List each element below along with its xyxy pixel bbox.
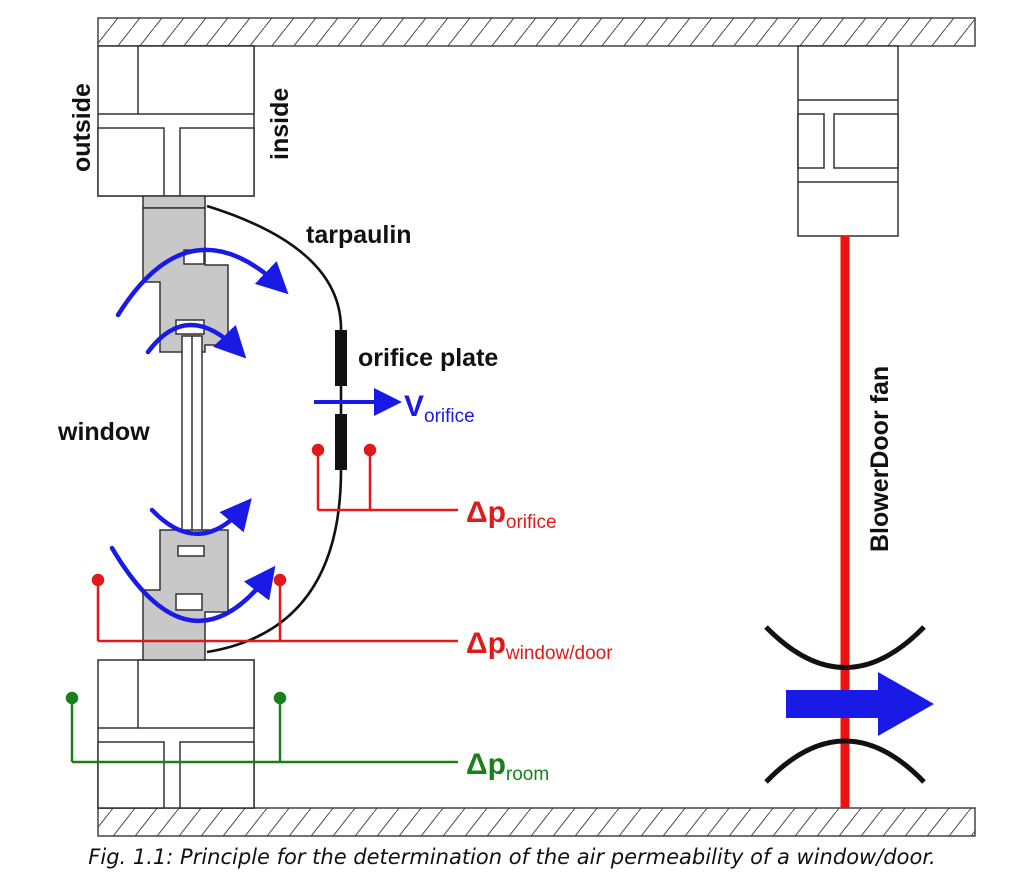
air-permeability-diagram: outside inside tarpaulin orifice plate w…: [57, 17, 976, 837]
figure-caption: Fig. 1.1: Principle for the determinatio…: [88, 845, 936, 869]
v-orifice-label: Vorifice: [404, 390, 475, 427]
window-label: window: [57, 418, 150, 446]
dp-orifice-label: Δporifice: [466, 496, 557, 533]
tarpaulin-sheet: [206, 204, 343, 654]
window-airflow-arrows: [109, 247, 289, 624]
dp-orifice-lines: [311, 443, 458, 512]
blowerdoor-fan-label: BlowerDoor fan: [866, 366, 894, 552]
inside-label: inside: [266, 88, 294, 160]
dp-window-door-label: Δpwindow/door: [466, 627, 613, 664]
fan-shroud-lower: [764, 738, 926, 784]
ceiling-slab: [97, 17, 976, 47]
orifice-plate-label: orifice plate: [358, 344, 498, 372]
outside-label: outside: [68, 83, 96, 172]
blowerdoor-fan: [764, 236, 934, 808]
lower-wall-section: [97, 659, 255, 809]
tarpaulin-label: tarpaulin: [306, 221, 412, 249]
fan-wall-section: [797, 45, 899, 237]
fan-flow-arrow: [786, 672, 934, 736]
dp-room-label: Δproom: [466, 748, 549, 785]
dp-window-door-lines: [91, 573, 458, 643]
window-frame: [142, 195, 229, 661]
fan-shroud-upper: [764, 625, 926, 670]
floor-slab: [97, 807, 976, 837]
upper-wall-section: [97, 45, 255, 197]
orifice-plate: [335, 330, 347, 470]
dp-room-lines: [65, 691, 458, 764]
